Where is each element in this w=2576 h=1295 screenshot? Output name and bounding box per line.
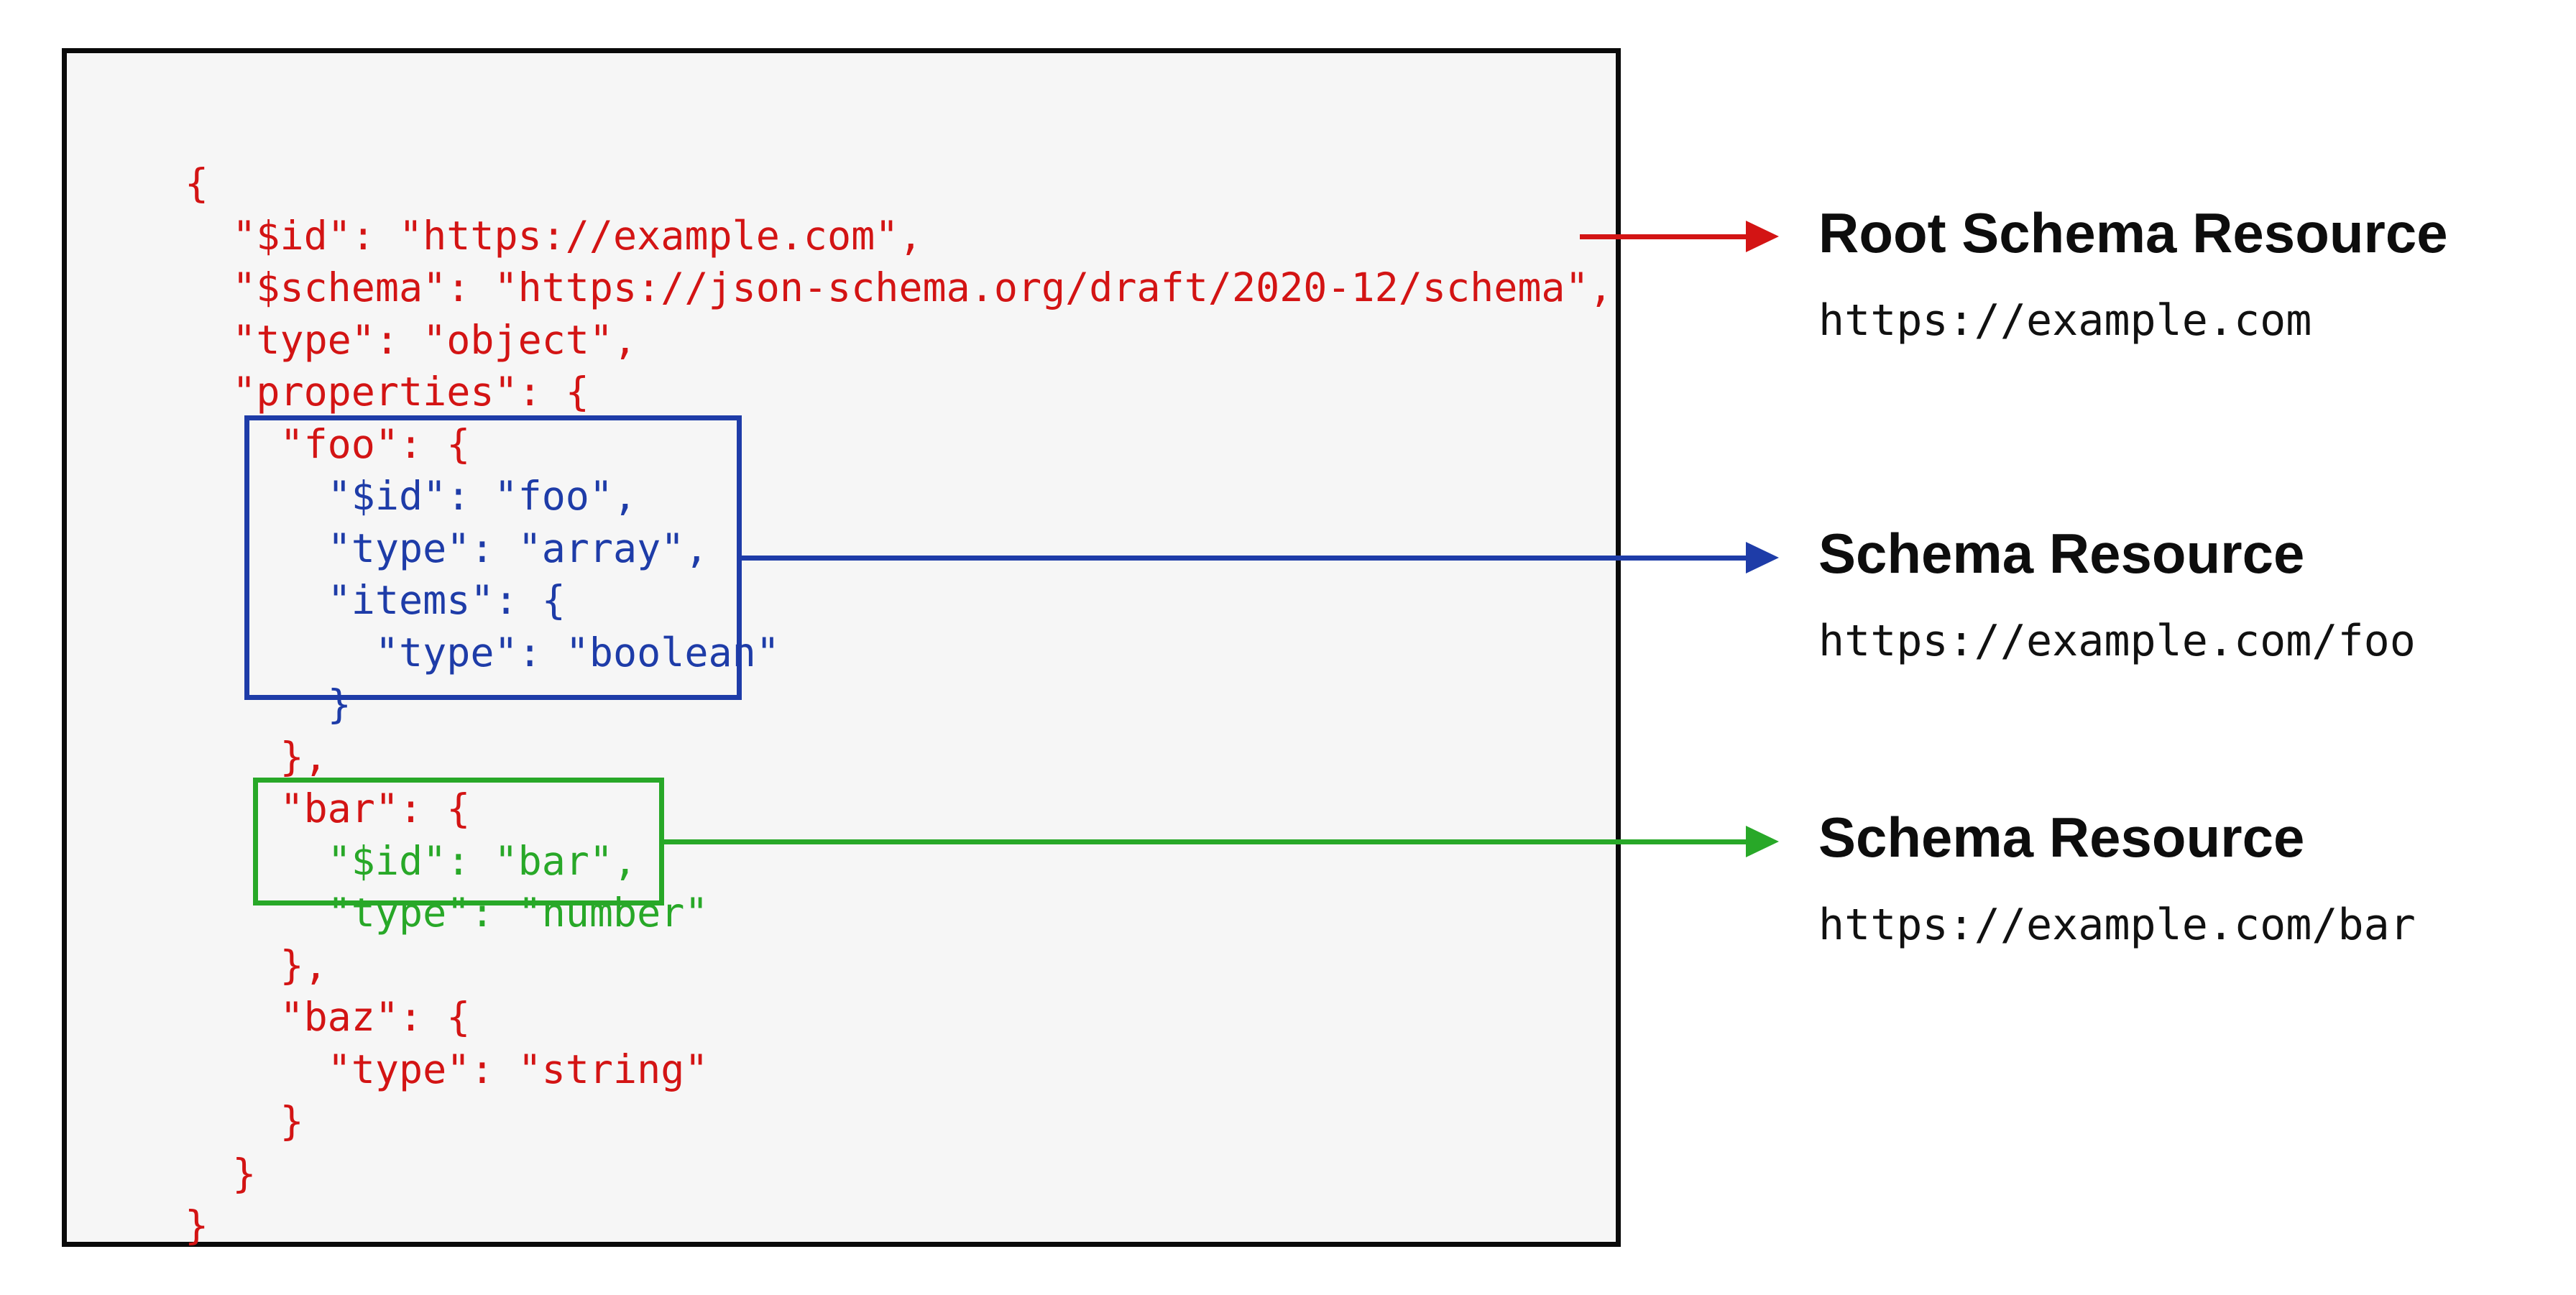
code-line: "baz": { [185, 994, 471, 1040]
code-line: "properties": { [185, 369, 589, 415]
code-line: "type": "object", [185, 316, 638, 363]
label-url: https://example.com/bar [1818, 900, 2416, 950]
label-title: Schema Resource [1818, 806, 2305, 869]
code-line: "bar": { [185, 785, 471, 831]
label-root-schema-resource: Root Schema Resource https://example.com [1818, 198, 2448, 346]
label-title: Root Schema Resource [1818, 201, 2448, 264]
code-line: "type": "string" [185, 1046, 709, 1092]
code-line: "type": "array", [185, 525, 709, 571]
code-line: } [185, 1150, 257, 1197]
code-line: } [185, 1202, 209, 1248]
code-line: "$id": "foo", [185, 473, 638, 519]
label-schema-resource-bar: Schema Resource https://example.com/bar [1818, 803, 2416, 951]
label-url: https://example.com [1818, 295, 2312, 346]
code-line: "$schema": "https://json-schema.org/draf… [185, 264, 1613, 310]
json-code: { "$id": "https://example.com", "$schema… [185, 157, 1613, 1252]
arrowhead-icon [1746, 542, 1779, 573]
code-line: }, [185, 733, 328, 780]
code-line: "items": { [185, 577, 566, 623]
arrowhead-icon [1746, 826, 1779, 857]
schema-resource-box-foo [244, 415, 742, 700]
code-line: "$id": "bar", [185, 837, 638, 884]
code-line: "type": "boolean" [185, 629, 780, 676]
code-line: { [185, 160, 209, 206]
label-title: Schema Resource [1818, 522, 2305, 585]
arrow-shaft [664, 839, 1749, 844]
code-line: "$id": "https://example.com", [185, 212, 923, 259]
label-url: https://example.com/foo [1818, 616, 2416, 666]
arrowhead-icon [1746, 221, 1779, 252]
code-line: } [185, 1098, 304, 1144]
arrow-shaft [742, 556, 1749, 561]
json-code-panel: { "$id": "https://example.com", "$schema… [62, 48, 1621, 1248]
code-line: "type": "number" [185, 890, 709, 936]
code-line: } [185, 681, 351, 727]
schema-resource-box-bar [253, 778, 664, 905]
code-line: }, [185, 941, 328, 988]
code-line: "foo": { [185, 420, 471, 467]
arrow-shaft [1580, 234, 1749, 239]
label-schema-resource-foo: Schema Resource https://example.com/foo [1818, 519, 2416, 667]
